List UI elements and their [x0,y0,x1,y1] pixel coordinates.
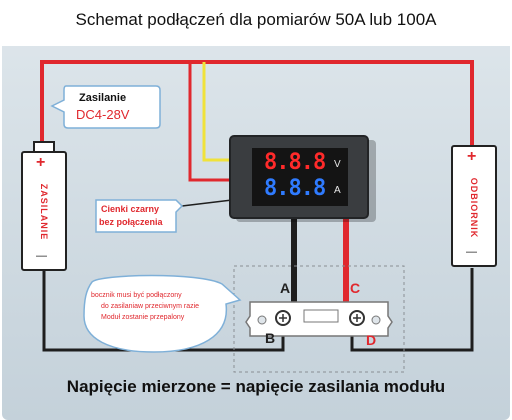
terminal-b-label: B [265,330,276,346]
voltage-unit: V [334,159,341,170]
power-callout-bubble [50,85,161,129]
battery-cap [33,141,55,153]
battery-minus-sign: — [36,250,47,262]
battery-label: ZASILANIE [39,183,49,241]
battery-plus-sign: + [36,154,46,171]
title-banner [2,0,510,46]
thin-wire-callout-line2: bez połączenia [99,217,163,227]
page-title: Schemat podłączeń dla pomiarów 50A lub 1… [75,10,437,29]
shunt-callout-line3: Moduł zostanie przepalony [101,314,185,321]
mount-hole-left-icon [257,315,267,325]
power-callout-label: Zasilanie [79,92,127,104]
shunt-callout-line1: bocznik musi być podłączony [91,292,182,299]
current-unit: A [334,185,341,196]
bolt-c-slot [353,314,361,322]
terminal-d-label: D [366,332,377,348]
power-callout-range: DC4-28V [76,107,130,122]
thin-wire-callout-line1: Cienki czarny [101,204,160,214]
wire-yellow [202,62,232,162]
terminal-c-label: C [350,280,361,296]
load-label: ODBIORNIK [469,177,479,239]
load-minus-sign: — [466,246,477,258]
wire-black-load [350,268,474,352]
shunt-callout-line2: do zasilaniaw przeciwnym razie [101,303,200,310]
wire-red-top [40,60,474,148]
load-plus-sign: + [467,148,477,165]
mount-hole-right-icon [371,315,381,325]
voltage-readout: 8.8.8 [264,150,326,175]
terminal-a-label: A [280,280,291,296]
footer-caption: Napięcie mierzone = napięcie zasilania m… [66,377,446,396]
wire-thin-black [181,199,233,207]
current-readout: 8.8.8 [264,176,326,201]
shunt-callout-bubble [83,274,242,353]
battery-body [21,151,67,271]
shunt-outline [233,265,405,373]
thin-wire-callout-bubble [95,199,184,233]
load-body [451,145,497,267]
shunt-resistor [303,309,339,323]
wire-red-meter-feed [188,62,232,182]
meter-display [252,148,348,206]
bolt-a-slot [279,314,287,322]
